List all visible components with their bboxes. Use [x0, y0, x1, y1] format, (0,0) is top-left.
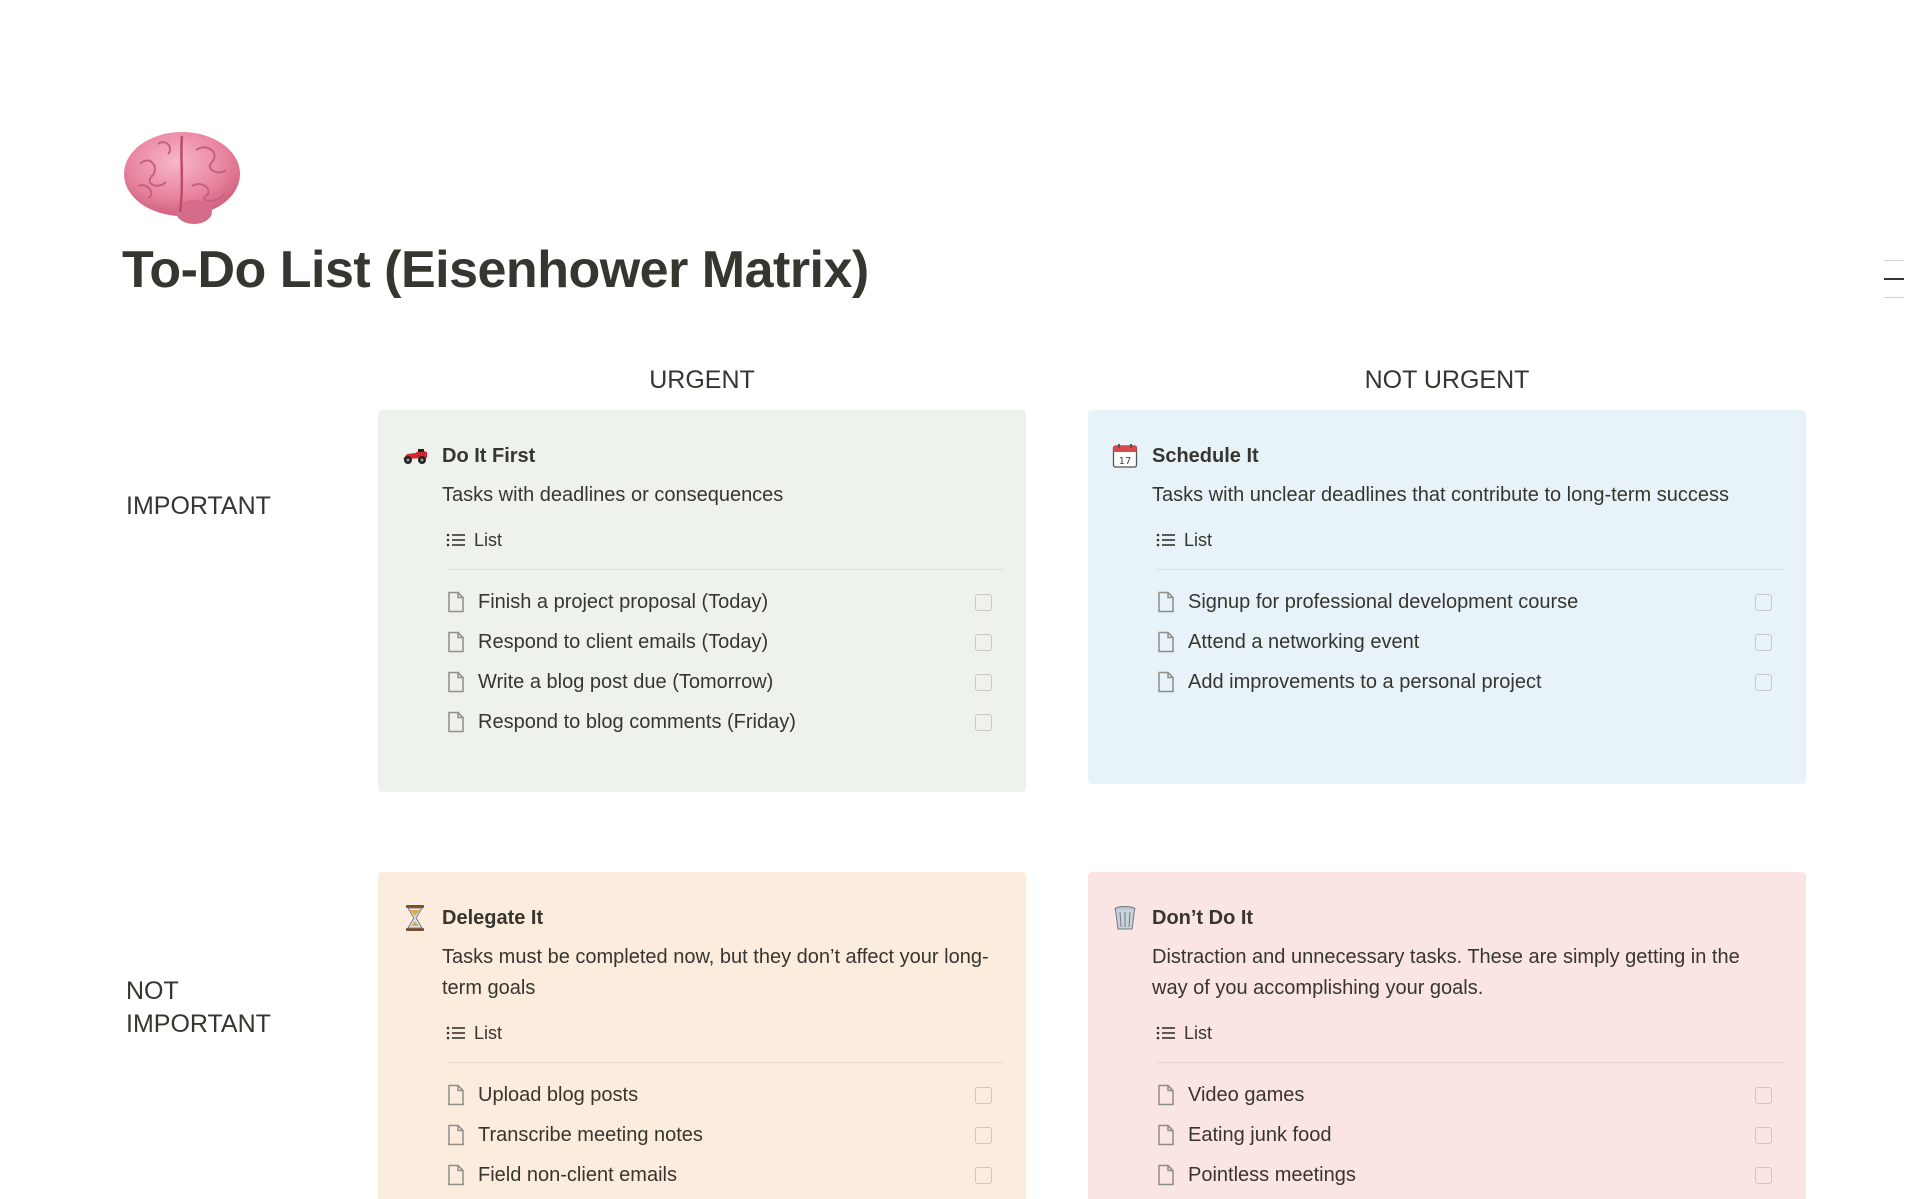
checkbox[interactable] — [1755, 594, 1772, 611]
checkbox[interactable] — [1755, 1127, 1772, 1144]
quadrant-do-it-first: Do It First Tasks with deadlines or cons… — [378, 410, 1026, 792]
quadrant-title[interactable]: Schedule It — [1152, 444, 1259, 467]
page-icon — [1158, 591, 1174, 613]
checkbox[interactable] — [975, 1167, 992, 1184]
list-item[interactable]: Write a blog post due (Tomorrow) — [446, 662, 1004, 702]
page-icon — [1158, 631, 1174, 653]
row-header-line: NOT — [126, 977, 179, 1005]
checkbox[interactable] — [1755, 1087, 1772, 1104]
list-icon — [1156, 533, 1175, 547]
item-label[interactable]: Pointless meetings — [1188, 1163, 1356, 1186]
page-icon — [448, 671, 464, 693]
quadrant-description: Tasks must be completed now, but they do… — [442, 946, 989, 999]
outline-line-active[interactable] — [1884, 278, 1904, 280]
item-label[interactable]: Transcribe meeting notes — [478, 1123, 703, 1146]
view-tab-label: List — [474, 529, 503, 550]
divider — [1156, 569, 1784, 570]
page-icon — [448, 1124, 464, 1146]
checkbox[interactable] — [975, 1127, 992, 1144]
checkbox[interactable] — [975, 674, 992, 691]
checkbox[interactable] — [975, 634, 992, 651]
quadrant-title[interactable]: Don’t Do It — [1152, 906, 1254, 929]
divider — [446, 1062, 1004, 1063]
brain-icon[interactable] — [122, 124, 244, 230]
quadrant-title[interactable]: Do It First — [442, 444, 536, 467]
item-label[interactable]: Add improvements to a personal project — [1188, 670, 1542, 693]
list-view-tab[interactable]: List — [446, 525, 1004, 555]
svg-text:17: 17 — [1119, 456, 1132, 467]
page-icon — [448, 1164, 464, 1186]
outline-line[interactable] — [1884, 260, 1904, 261]
list-view-tab[interactable]: List — [1156, 525, 1784, 555]
row-header-line: IMPORTANT — [126, 1010, 271, 1038]
column-header-urgent: URGENT — [649, 366, 755, 394]
page-icon — [448, 631, 464, 653]
checkbox[interactable] — [975, 594, 992, 611]
item-label[interactable]: Finish a project proposal (Today) — [478, 590, 769, 613]
list-item[interactable]: Add improvements to a personal project — [1156, 662, 1784, 702]
list-item[interactable]: Attend a networking event — [1156, 622, 1784, 662]
wastebasket-icon — [1110, 903, 1140, 933]
item-label[interactable]: Eating junk food — [1188, 1123, 1332, 1146]
item-label[interactable]: Video games — [1188, 1083, 1305, 1106]
item-label[interactable]: Attend a networking event — [1188, 630, 1420, 653]
list-icon — [1156, 1026, 1175, 1040]
page-icon — [1158, 1164, 1174, 1186]
list-item[interactable]: Field non-client emails — [446, 1155, 1004, 1195]
list-item[interactable]: Pointless meetings — [1156, 1155, 1784, 1195]
page-icon — [1158, 671, 1174, 693]
checkbox[interactable] — [1755, 634, 1772, 651]
page-outline[interactable] — [1884, 260, 1904, 315]
page-icon — [1158, 1124, 1174, 1146]
calendar-icon: 17 — [1110, 441, 1140, 471]
race-car-icon — [400, 441, 430, 471]
list-icon — [446, 1026, 465, 1040]
quadrant-description: Tasks with deadlines or consequences — [442, 484, 784, 506]
item-label[interactable]: Respond to client emails (Today) — [478, 630, 769, 653]
quadrant-title[interactable]: Delegate It — [442, 906, 544, 929]
list-item[interactable]: Respond to client emails (Today) — [446, 622, 1004, 662]
list-item[interactable]: Signup for professional development cour… — [1156, 582, 1784, 622]
page-icon — [448, 711, 464, 733]
row-header-important: IMPORTANT — [126, 492, 271, 520]
item-label[interactable]: Write a blog post due (Tomorrow) — [478, 670, 774, 693]
divider — [446, 569, 1004, 570]
column-header-not-urgent: NOT URGENT — [1364, 366, 1530, 394]
quadrant-dont-do-it: Don’t Do It Distraction and unnecessary … — [1088, 872, 1806, 1199]
list-item[interactable]: Upload blog posts — [446, 1075, 1004, 1115]
list-item[interactable]: Transcribe meeting notes — [446, 1115, 1004, 1155]
quadrant-schedule-it: 17 Schedule It Tasks with unclear deadli… — [1088, 410, 1806, 784]
list-icon — [446, 533, 465, 547]
item-label[interactable]: Respond to blog comments (Friday) — [478, 710, 796, 733]
outline-line[interactable] — [1884, 297, 1904, 298]
page-icon — [448, 591, 464, 613]
list-item[interactable]: Eating junk food — [1156, 1115, 1784, 1155]
hourglass-icon — [400, 903, 430, 933]
quadrant-delegate-it: Delegate It Tasks must be completed now,… — [378, 872, 1026, 1199]
item-label[interactable]: Field non-client emails — [478, 1163, 677, 1186]
quadrant-description: Distraction and unnecessary tasks. These… — [1152, 946, 1740, 999]
list-item[interactable]: Respond to blog comments (Friday) — [446, 702, 1004, 742]
view-tab-label: List — [1184, 529, 1213, 550]
row-header-not-important: NOT IMPORTANT — [126, 975, 271, 1041]
view-tab-label: List — [1184, 1022, 1213, 1043]
list-view-tab[interactable]: List — [1156, 1018, 1784, 1048]
list-view-tab[interactable]: List — [446, 1018, 1004, 1048]
item-label[interactable]: Signup for professional development cour… — [1188, 590, 1579, 613]
list-item[interactable]: Finish a project proposal (Today) — [446, 582, 1004, 622]
page-title[interactable]: To-Do List (Eisenhower Matrix) — [122, 241, 869, 299]
page-icon — [448, 1084, 464, 1106]
checkbox[interactable] — [1755, 1167, 1772, 1184]
view-tab-label: List — [474, 1022, 503, 1043]
checkbox[interactable] — [975, 1087, 992, 1104]
page-icon — [1158, 1084, 1174, 1106]
list-item[interactable]: Video games — [1156, 1075, 1784, 1115]
item-label[interactable]: Upload blog posts — [478, 1083, 639, 1106]
divider — [1156, 1062, 1784, 1063]
quadrant-description: Tasks with unclear deadlines that contri… — [1152, 484, 1729, 506]
checkbox[interactable] — [1755, 674, 1772, 691]
checkbox[interactable] — [975, 714, 992, 731]
